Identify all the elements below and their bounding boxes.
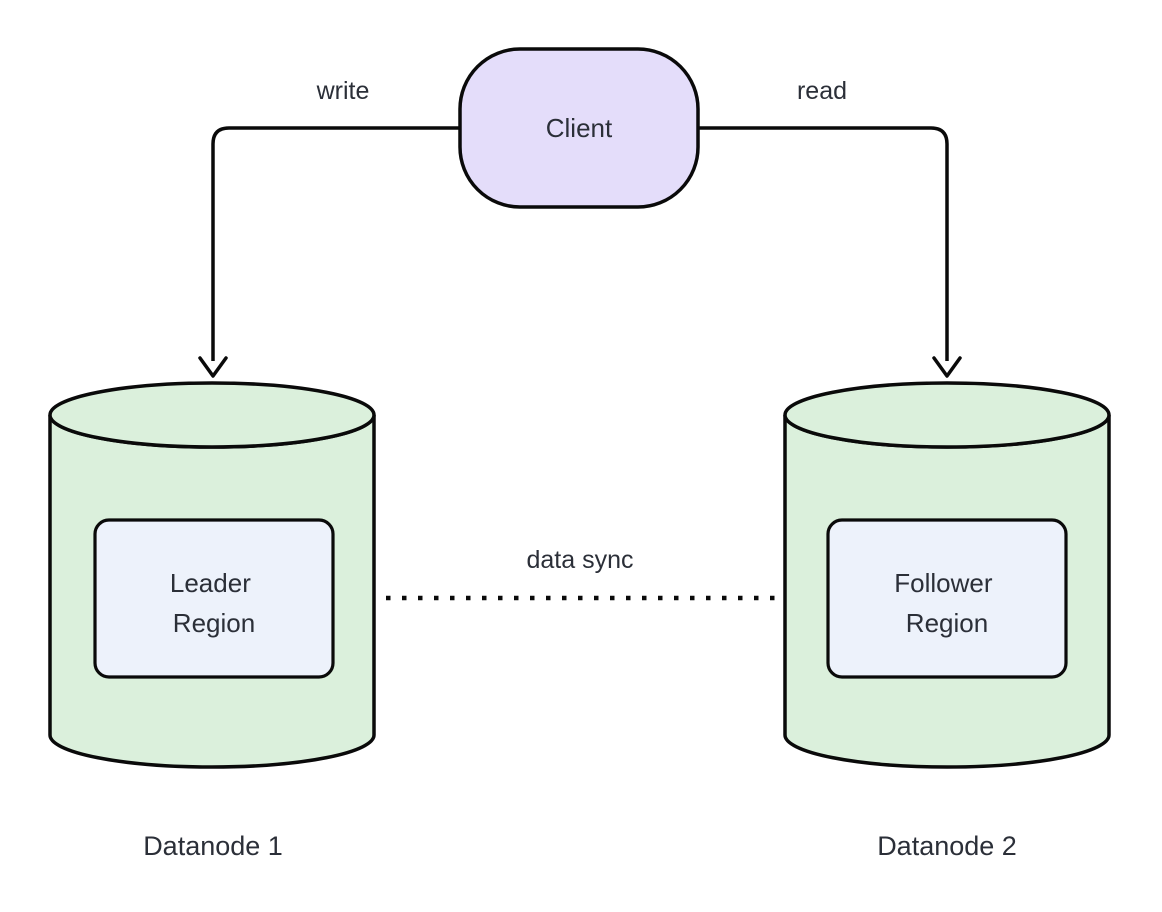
datanode1-cylinder: Leader Region Datanode 1 [48,381,376,861]
data-sync-edge-label: data sync [526,546,633,574]
client-node: Client [458,47,700,209]
follower-region-label-line1: Follower [894,568,993,598]
datanode2-cylinder-top [783,381,1111,449]
datanode1-caption: Datanode 1 [143,831,283,861]
read-edge: read [698,77,962,378]
follower-region-label-line2: Region [906,608,988,638]
follower-region-box [826,518,1068,679]
read-arrowhead-icon [932,356,962,378]
leader-region-label-line1: Leader [170,568,251,598]
write-edge-label: write [316,77,370,105]
datanode1-cylinder-top [48,381,376,449]
client-node-label: Client [546,113,613,143]
leader-region-label-line2: Region [173,608,255,638]
data-sync-edge: data sync [338,546,825,612]
leader-region-label: Leader Region [170,568,258,638]
client-node-shape [458,47,700,209]
datanode2-cylinder: Follower Region Datanode 2 [783,381,1111,861]
read-edge-label: read [797,77,847,105]
datanode2-caption: Datanode 2 [877,831,1017,861]
write-edge: write [198,77,460,378]
follower-region-label: Follower Region [894,568,999,638]
leader-region-box [93,518,335,679]
write-edge-line [211,126,460,361]
write-arrowhead-icon [198,356,228,378]
read-edge-line [698,126,949,361]
